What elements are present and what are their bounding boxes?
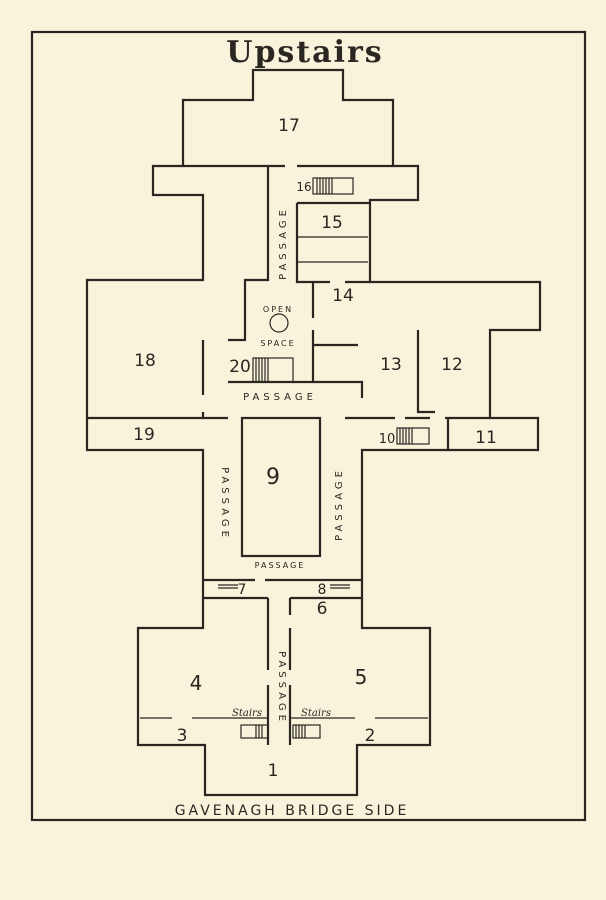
- room-10: 10: [379, 432, 396, 447]
- room-4: 4: [190, 671, 203, 695]
- room-19: 19: [133, 425, 155, 445]
- space-label: SPACE: [260, 339, 295, 348]
- outer-wall: [85, 68, 542, 797]
- passage-label-left: PASSAGE: [219, 467, 230, 541]
- stair-10: [396, 427, 430, 445]
- open-space-circle: [269, 313, 289, 333]
- room-5: 5: [355, 665, 368, 689]
- plan-title: Upstairs: [226, 35, 383, 70]
- stairs-label-right: Stairs: [301, 708, 331, 719]
- room-12: 12: [441, 355, 463, 375]
- passage-label-top: PASSAGE: [278, 206, 289, 280]
- room-1: 1: [268, 761, 279, 781]
- wall: [295, 201, 370, 284]
- stair-hatch: [399, 428, 413, 444]
- stair-hatch: [255, 725, 306, 738]
- room-8: 8: [318, 582, 327, 598]
- room-9-wall: [240, 416, 322, 558]
- stair-hatch: [316, 178, 333, 194]
- stairs-label-left: Stairs: [232, 708, 262, 719]
- wall: [87, 340, 490, 420]
- room-7: 7: [238, 582, 247, 598]
- stair-left: [240, 724, 269, 739]
- wall: [218, 584, 350, 589]
- passage-label-bottom: PASSAGE: [276, 651, 287, 725]
- room-15: 15: [321, 213, 343, 233]
- open-label: OPEN: [263, 305, 293, 314]
- passage-label-upper: PASSAGE: [243, 392, 317, 403]
- stair-right: [292, 724, 321, 739]
- room-17: 17: [278, 116, 300, 136]
- stair-16: [312, 177, 354, 195]
- room-6: 6: [317, 599, 328, 619]
- stair-hatch: [255, 358, 269, 382]
- passage-label-lower: PASSAGE: [255, 561, 306, 570]
- room-9: 9: [266, 465, 280, 490]
- room-18: 18: [134, 351, 156, 371]
- wall: [297, 236, 368, 263]
- wall: [183, 164, 393, 342]
- wall: [311, 282, 435, 414]
- room-13: 13: [380, 355, 402, 375]
- passage-label-right: PASSAGE: [334, 467, 345, 541]
- room-3: 3: [177, 726, 188, 746]
- room-14: 14: [332, 286, 354, 306]
- room-2: 2: [365, 726, 376, 746]
- room-11: 11: [475, 428, 497, 448]
- page-border: [30, 30, 587, 822]
- room-20: 20: [229, 357, 251, 377]
- footer-label: GAVENAGH BRIDGE SIDE: [175, 803, 410, 819]
- room-16: 16: [296, 180, 311, 194]
- wall: [203, 578, 362, 670]
